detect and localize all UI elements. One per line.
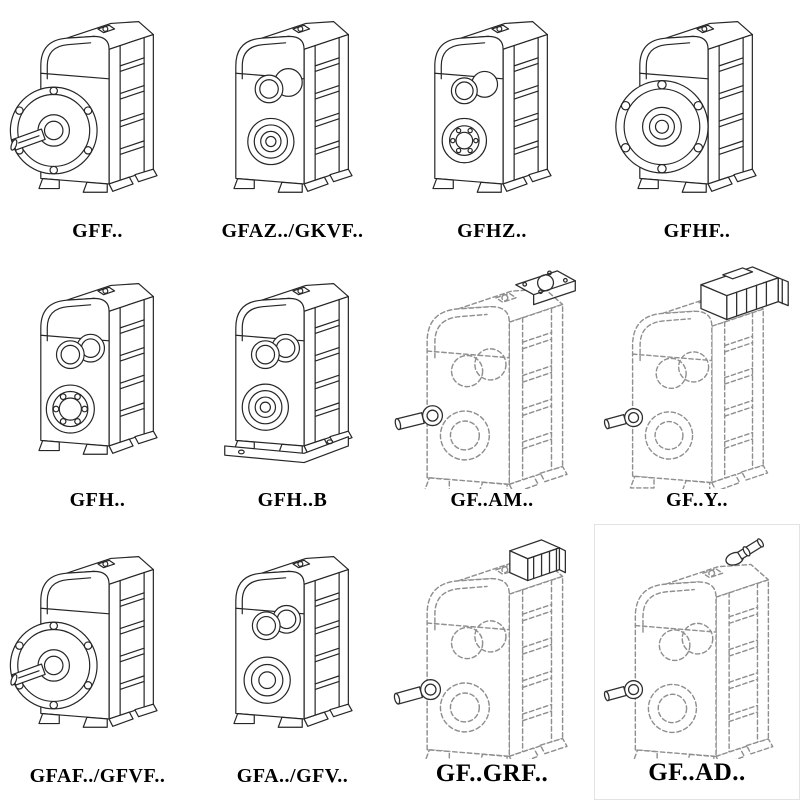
gearbox-drawing-flange-output-shaft	[9, 555, 158, 728]
catalog-cell-gf-grf: GF..GRF..	[390, 524, 594, 800]
model-label: GF..AD..	[648, 759, 746, 786]
catalog-cell-gfa-gfv: GFA../GFV..	[195, 524, 390, 800]
model-label: GFH..	[69, 489, 126, 511]
drawing-area	[2, 259, 193, 489]
model-label: GFH..B	[257, 489, 328, 511]
catalog-cell-gf-am: GF..AM..	[390, 255, 594, 524]
drawing-area	[596, 4, 798, 220]
gearbox-drawing-motor-adapter-flange	[394, 270, 576, 489]
catalog-cell-gfh: GFH..	[0, 255, 195, 524]
gearbox-drawing-flange-hollow-shaft	[615, 21, 757, 193]
gearbox-drawing-hollow-shaft	[232, 21, 353, 193]
catalog-cell-gfh-b: GFH..B	[195, 255, 390, 524]
model-label: GFF..	[72, 220, 123, 242]
drawing-area	[2, 528, 193, 765]
model-label: GFHZ..	[457, 220, 527, 242]
drawing-area	[197, 4, 388, 220]
model-label: GF..AM..	[450, 489, 534, 511]
catalog-cell-gff: GFF..	[0, 0, 195, 255]
drawing-area	[197, 528, 388, 765]
gearbox-drawing-mounted-motor	[603, 266, 789, 489]
model-label: GF..GRF..	[435, 760, 549, 787]
drawing-area	[392, 259, 592, 489]
model-label: GF..Y..	[665, 489, 729, 511]
catalog-cell-gfhz: GFHZ..	[390, 0, 594, 255]
drawing-area	[392, 4, 592, 220]
gearbox-drawing-hollow-shaft-bearing	[432, 21, 552, 193]
drawing-area	[2, 4, 193, 220]
catalog-cell-gfaz-gkvf: GFAZ../GKVF..	[195, 0, 390, 255]
model-label: GFHF..	[663, 220, 731, 242]
gearbox-drawing-flange-output-shaft	[9, 21, 158, 193]
catalog-cell-gfhf: GFHF..	[594, 0, 800, 255]
model-label: GFAF../GFVF..	[29, 765, 166, 787]
model-label: GFAZ../GKVF..	[221, 220, 364, 242]
catalog-cell-gfaf-gfvf: GFAF../GFVF..	[0, 524, 195, 800]
gearbox-drawing-input-adapter	[393, 539, 568, 759]
gearbox-drawing-foot-mounted	[232, 555, 353, 728]
drawing-area	[197, 259, 388, 489]
drawing-area	[392, 528, 592, 760]
gearbox-drawing-input-shaft-adapter	[603, 538, 774, 759]
drawing-area	[596, 259, 798, 489]
drawing-area	[597, 529, 797, 759]
gearbox-drawing-foot-mounted-base-plate	[223, 283, 353, 464]
model-label: GFA../GFV..	[236, 765, 349, 787]
catalog-cell-gf-ad: GF..AD..	[594, 524, 800, 800]
gearbox-drawing-foot-mounted	[37, 283, 158, 455]
catalog-cell-gf-y: GF..Y..	[594, 255, 800, 524]
